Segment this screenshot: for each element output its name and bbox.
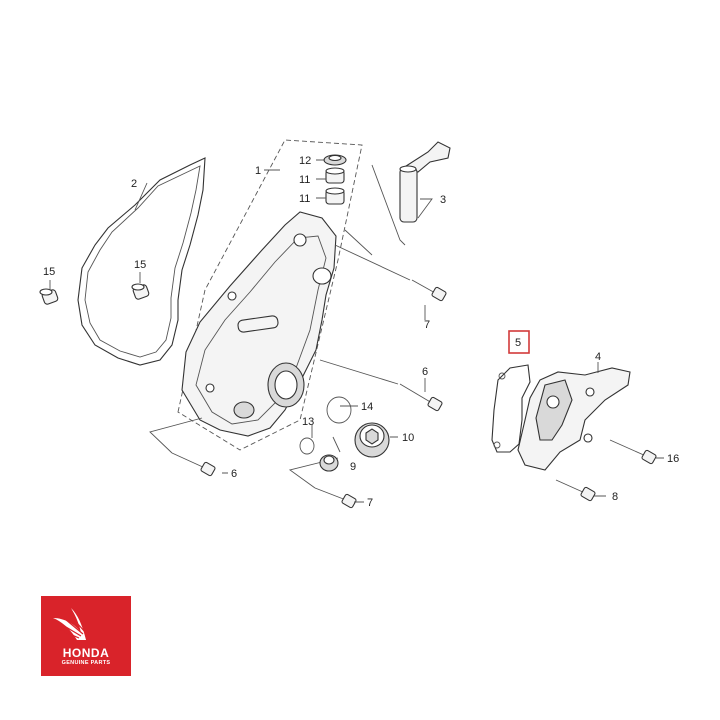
dowel-pin-gasket (131, 283, 150, 300)
callout-11-lower: 11 (299, 193, 310, 205)
callout-4: 4 (595, 351, 601, 363)
callout-10: 10 (402, 432, 414, 444)
dowel-pin-left (39, 288, 59, 305)
callout-2: 2 (131, 178, 137, 190)
drain-plug (319, 454, 339, 472)
callout-15-gasket: 15 (134, 259, 146, 271)
wing-icon (53, 608, 86, 640)
callout-8: 8 (612, 491, 618, 503)
callout-12: 12 (299, 155, 311, 167)
callout-6-lower: 6 (231, 468, 237, 480)
brand-tagline: GENUINE PARTS (61, 660, 111, 666)
callout-14: 14 (361, 401, 373, 413)
sprocket-cover (517, 367, 631, 471)
filler-cap (354, 422, 390, 458)
o-ring-large (326, 396, 352, 424)
needle-bearing-lower (325, 187, 345, 205)
callout-13: 13 (302, 416, 314, 428)
bolt-8 (555, 479, 596, 502)
brand-name: HONDA (62, 646, 110, 660)
callout-11-upper: 11 (299, 174, 310, 186)
bolt-lower-left (171, 452, 216, 477)
callout-5: 5 (515, 337, 521, 349)
callout-15-left: 15 (43, 266, 55, 278)
highlight-box (508, 330, 530, 354)
gasket-part (77, 157, 206, 366)
callout-3: 3 (440, 194, 446, 206)
callout-16: 16 (667, 453, 679, 465)
bolt-lower-center (314, 487, 357, 509)
left-crankcase-cover (181, 211, 337, 437)
callout-1: 1 (255, 165, 261, 177)
sprocket-cover-gasket (491, 364, 531, 453)
oil-seal (323, 154, 347, 166)
bolt-middle (399, 383, 443, 412)
o-ring-small (299, 437, 315, 455)
bolt-16 (609, 439, 657, 465)
callout-9: 9 (350, 461, 356, 473)
shift-shaft-arm (399, 141, 451, 223)
honda-genuine-parts-logo: HONDA GENUINE PARTS (41, 596, 131, 676)
needle-bearing-upper (325, 167, 345, 184)
callout-7-upper: 7 (424, 319, 430, 331)
bolt-upper (411, 279, 447, 302)
callout-7-lower: 7 (367, 497, 373, 509)
callout-6-middle: 6 (422, 366, 428, 378)
